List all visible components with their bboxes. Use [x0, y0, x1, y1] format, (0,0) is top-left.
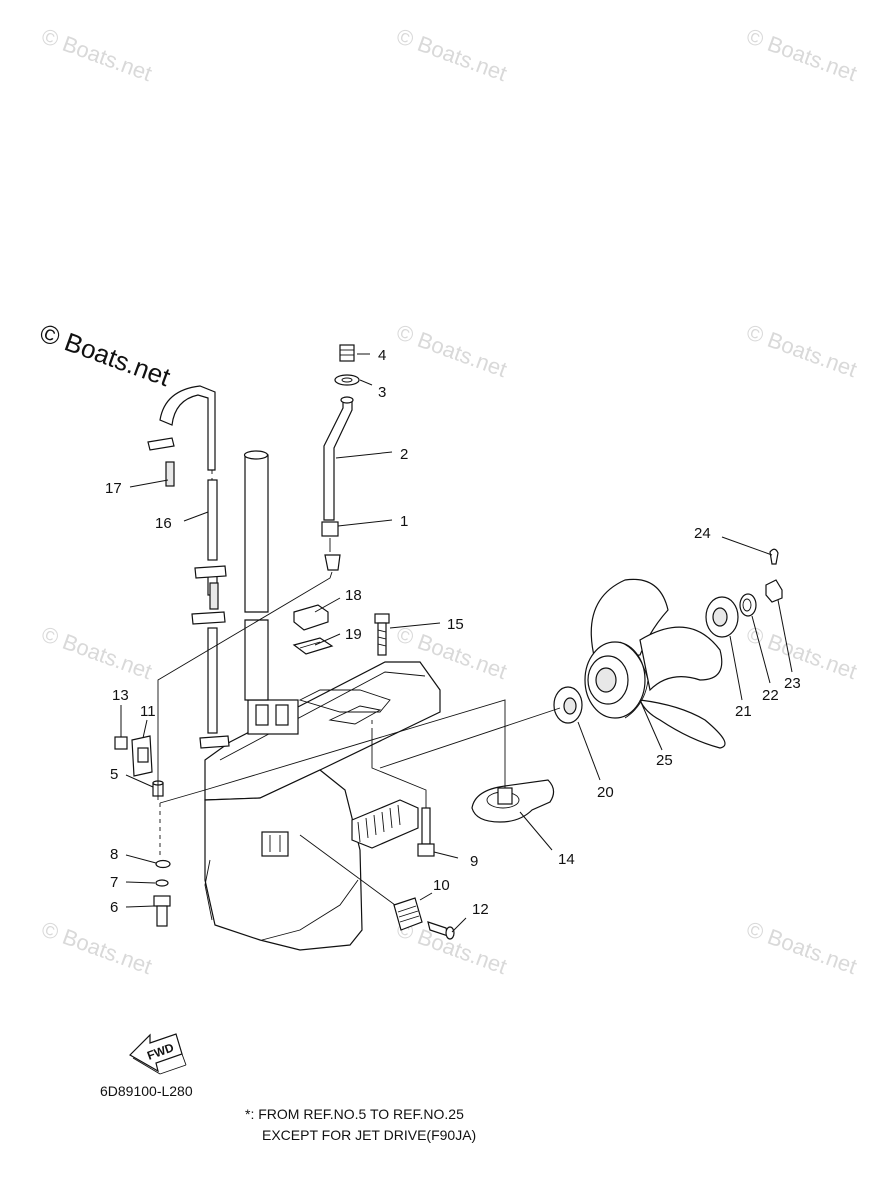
callout-4: 4	[378, 347, 386, 364]
callout-21: 21	[735, 703, 752, 720]
callout-17: 17	[105, 480, 122, 497]
callout-12: 12	[472, 901, 489, 918]
callout-2: 2	[400, 446, 408, 463]
water-tube	[321, 344, 360, 571]
hose-assembly	[147, 385, 230, 749]
drive-shaft	[243, 450, 269, 701]
callout-23: 23	[784, 675, 801, 692]
grommets	[292, 604, 334, 655]
leader-lines	[120, 353, 793, 933]
watermark: © Boats.net	[38, 23, 155, 86]
bolt-washers	[153, 859, 171, 927]
spacer-20	[553, 686, 583, 724]
bolt-9	[417, 807, 435, 857]
watermark: © Boats.net	[743, 319, 860, 382]
callout-6: 6	[110, 899, 118, 916]
watermark: © Boats.net	[38, 621, 155, 684]
callout-24: 24	[694, 525, 711, 542]
watermark: © Boats.net	[743, 916, 860, 979]
watermark: © Boats.net	[743, 23, 860, 86]
watermark: © Boats.net	[38, 916, 155, 979]
callout-19: 19	[345, 626, 362, 643]
fwd-arrow: FWD	[129, 1033, 187, 1075]
callout-25: 25	[656, 752, 673, 769]
callout-18: 18	[345, 587, 362, 604]
callout-11: 11	[140, 703, 156, 720]
prop-hardware	[705, 548, 783, 638]
callout-9: 9	[470, 853, 478, 870]
trim-tab-anode	[471, 779, 555, 823]
callout-3: 3	[378, 384, 386, 401]
callout-16: 16	[155, 515, 172, 532]
propeller	[584, 578, 726, 749]
callout-8: 8	[110, 846, 118, 863]
watermark-main: © Boats.net	[36, 317, 175, 392]
assembly-lines	[157, 571, 561, 906]
callout-10: 10	[433, 877, 450, 894]
note-line-2: EXCEPT FOR JET DRIVE(F90JA)	[262, 1127, 476, 1143]
bolt-15	[374, 613, 390, 656]
callout-22: 22	[762, 687, 779, 704]
callout-13: 13	[112, 687, 129, 704]
callout-20: 20	[597, 784, 614, 801]
callout-7: 7	[110, 874, 118, 891]
note-line-1: *: FROM REF.NO.5 TO REF.NO.25	[245, 1106, 464, 1122]
watermark: © Boats.net	[743, 621, 860, 684]
watermark: © Boats.net	[393, 319, 510, 382]
anode-10	[393, 897, 455, 940]
callouts: 1 2 3 4 5 6 7 8 9 10 11 12 13 14 15 16 1…	[105, 347, 801, 918]
callout-1: 1	[400, 513, 408, 530]
lower-case	[204, 661, 441, 951]
callout-14: 14	[558, 851, 575, 868]
diagram-code: 6D89100-L280	[100, 1083, 193, 1099]
small-parts-left	[114, 735, 164, 797]
callout-15: 15	[447, 616, 464, 633]
callout-5: 5	[110, 766, 118, 783]
watermark: © Boats.net	[393, 23, 510, 86]
